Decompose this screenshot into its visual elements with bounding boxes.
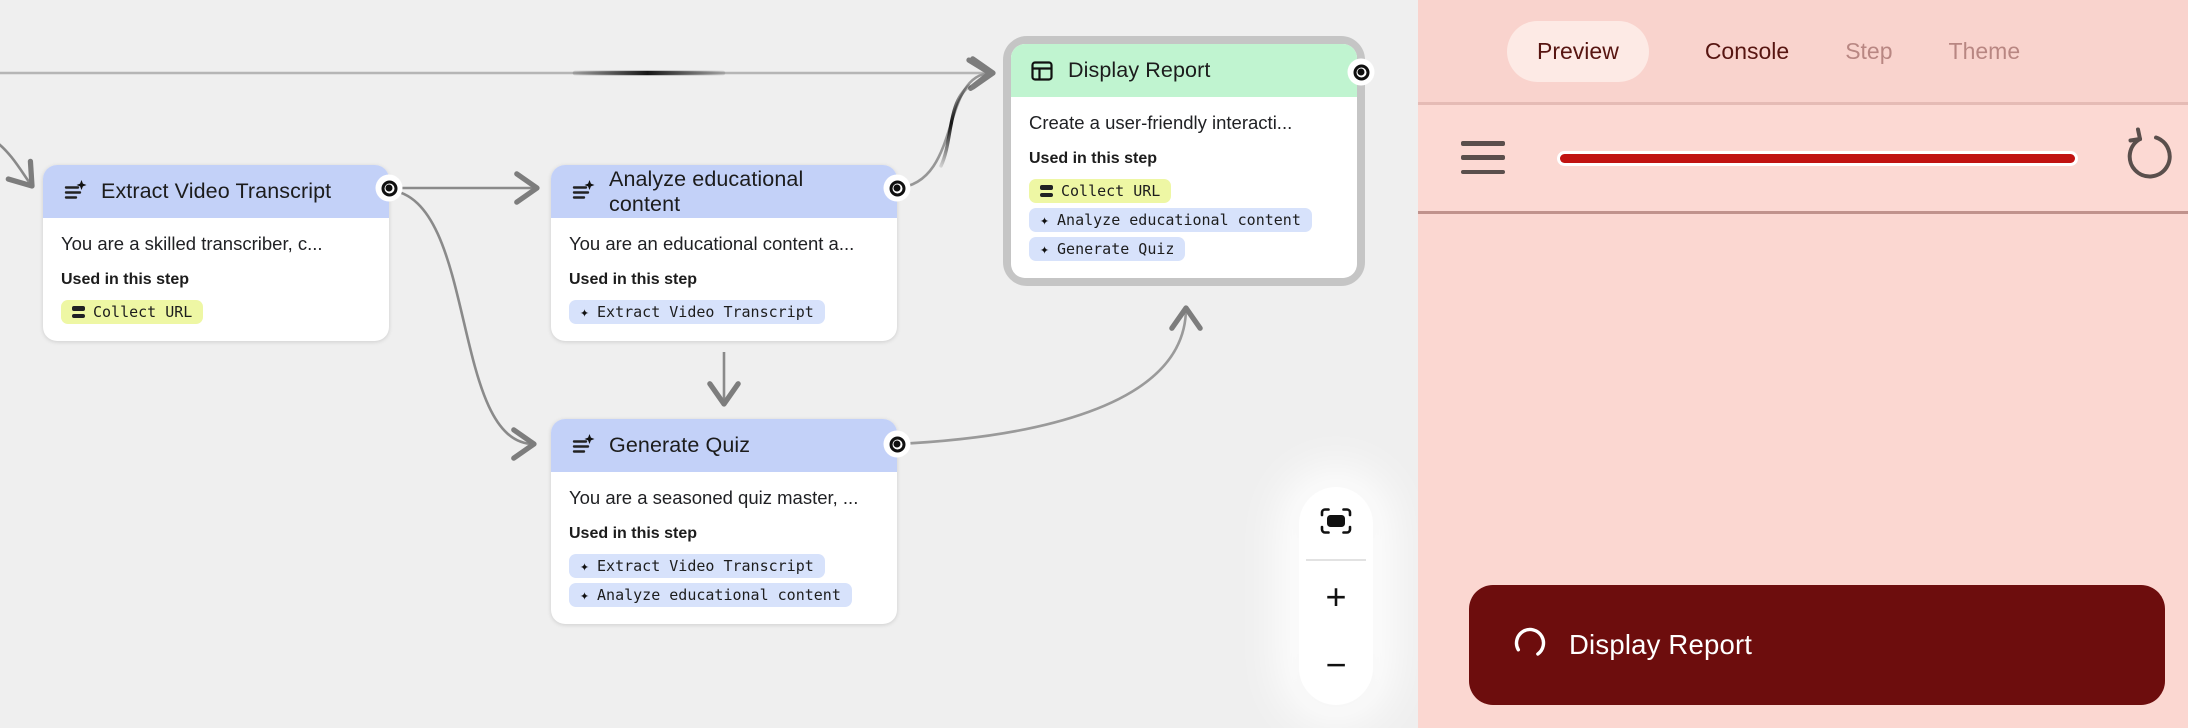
node-title: Analyze educational content [609,166,804,216]
output-port-analyze[interactable] [883,174,911,202]
zoom-out-button[interactable]: − [1299,633,1373,697]
progress-bar-fill [1560,154,2075,163]
zoom-in-button[interactable]: + [1299,561,1373,633]
node-header: Analyze educational content [551,165,897,218]
node-body: You are a seasoned quiz master, ... Used… [551,472,897,624]
magic-write-icon [569,432,596,459]
tab-preview[interactable]: Preview [1507,20,1649,82]
fit-view-button[interactable] [1299,487,1373,559]
magic-write-icon [61,178,88,205]
node-extract-video-transcript[interactable]: Extract Video Transcript You are a skill… [43,165,389,341]
edge-generate-quiz-to-display-report[interactable] [896,305,1203,446]
workflow-canvas[interactable]: Extract Video Transcript You are a skill… [0,0,1418,728]
report-card-title: Display Report [1569,629,1753,660]
chip-extract-video-transcript[interactable]: ✦ Extract Video Transcript [569,300,825,324]
chip-label: Analyze educational content [597,586,841,604]
progress-bar [1557,151,2078,166]
chip-list: Collect URL [61,300,371,324]
chip-collect-url[interactable]: Collect URL [61,300,204,324]
chip-label: Collect URL [93,303,193,321]
edge-extract-to-generate-quiz[interactable] [388,188,537,461]
node-body: Create a user-friendly interacti... Used… [1011,97,1357,278]
panel-tab-bar: Preview Console Step Theme [1418,0,2188,105]
chip-list: ✦ Extract Video Transcript [569,300,879,324]
used-in-step-label: Used in this step [569,525,698,542]
node-title: Extract Video Transcript [101,179,332,203]
edge-analyze-display-highlight [939,84,971,168]
edge-collect-url-to-extract[interactable] [0,141,35,189]
used-in-step-label: Used in this step [1029,150,1158,167]
output-port-extract[interactable] [375,174,403,202]
preview-panel: Preview Console Step Theme [1418,0,2188,728]
list-bars-icon [1040,185,1053,197]
tab-step[interactable]: Step [1845,37,1893,64]
sparkle-icon: ✦ [580,556,590,575]
prompt-preview: You are a seasoned quiz master, ... [569,487,859,508]
node-analyze-educational-content[interactable]: Analyze educational content You are an e… [551,165,897,341]
report-layout-icon [1029,58,1055,84]
edge-analyze-to-display-report[interactable] [896,57,993,190]
preview-app-toolbar [1418,105,2188,214]
loading-spinner-icon [1513,626,1547,665]
node-header: Display Report [1011,44,1357,97]
prompt-preview: Create a user-friendly interacti... [1029,112,1293,133]
chip-extract-video-transcript[interactable]: ✦ Extract Video Transcript [569,554,825,578]
chip-label: Generate Quiz [1057,240,1175,258]
chip-label: Extract Video Transcript [597,557,814,575]
chip-collect-url[interactable]: Collect URL [1029,179,1172,203]
chip-generate-quiz[interactable]: ✦ Generate Quiz [1029,237,1186,261]
preview-app-area: Display Report [1418,214,2188,725]
tab-theme[interactable]: Theme [1948,37,2021,64]
prompt-preview: You are an educational content a... [569,233,855,254]
sparkle-icon: ✦ [580,302,590,321]
output-port-display-report[interactable] [1347,58,1375,86]
output-port-generate-quiz[interactable] [883,430,911,458]
divider [1306,559,1366,561]
node-display-report[interactable]: Display Report Create a user-friendly in… [1011,44,1357,278]
chip-list: ✦ Extract Video Transcript ✦ Analyze edu… [569,554,879,607]
chip-label: Collect URL [1061,182,1161,200]
prompt-preview: You are a skilled transcriber, c... [61,233,323,254]
node-body: You are a skilled transcriber, c... Used… [43,218,389,341]
report-section-card[interactable]: Display Report [1469,585,2165,705]
chip-label: Analyze educational content [1057,211,1301,229]
list-bars-icon [72,306,85,318]
chip-analyze-educational-content[interactable]: ✦ Analyze educational content [569,583,852,607]
chip-label: Extract Video Transcript [597,303,814,321]
used-in-step-label: Used in this step [569,271,698,288]
sparkle-icon: ✦ [1040,239,1050,258]
plus-icon: + [1325,576,1347,617]
canvas-zoom-controls: + − [1299,487,1373,705]
node-body: You are an educational content a... Used… [551,218,897,341]
selection-ring: Display Report Create a user-friendly in… [1003,36,1365,286]
sparkle-icon: ✦ [580,585,590,604]
sparkle-icon: ✦ [1040,210,1050,229]
node-title: Generate Quiz [609,433,751,457]
hamburger-menu-icon[interactable] [1461,141,1505,174]
minus-icon: − [1325,644,1347,685]
node-generate-quiz[interactable]: Generate Quiz You are a seasoned quiz ma… [551,419,897,624]
chip-list: Collect URL ✦ Analyze educational conten… [1029,179,1339,261]
node-header: Generate Quiz [551,419,897,472]
node-header: Extract Video Transcript [43,165,389,218]
tab-console[interactable]: Console [1704,37,1790,64]
refresh-icon[interactable] [2120,126,2176,195]
used-in-step-label: Used in this step [61,271,190,288]
chip-analyze-educational-content[interactable]: ✦ Analyze educational content [1029,208,1312,232]
magic-write-icon [569,178,596,205]
edge-layer [0,56,1203,461]
fit-screen-icon [1318,506,1354,541]
node-title: Display Report [1068,58,1211,82]
